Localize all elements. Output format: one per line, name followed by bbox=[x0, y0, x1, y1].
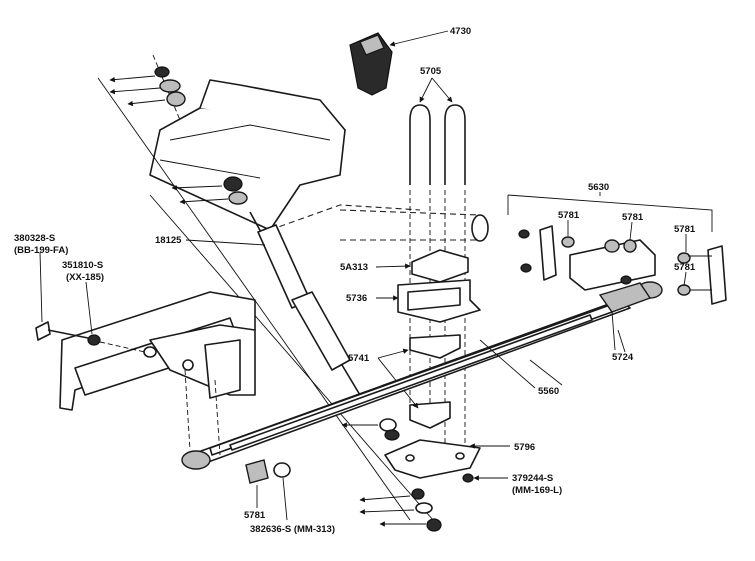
label-380328: 380328-S bbox=[14, 233, 55, 244]
part-labels: 4730 5705 5630 5781 5781 5781 5781 18125… bbox=[14, 26, 696, 535]
spring-clamp-plate bbox=[384, 439, 510, 483]
label-5796: 5796 bbox=[514, 442, 535, 453]
label-380328-code: (BB-199-FA) bbox=[14, 245, 68, 256]
frame-rail-left bbox=[59, 291, 256, 456]
u-bolt-nut-stack bbox=[341, 418, 442, 532]
label-351810: 351810-S bbox=[62, 260, 103, 271]
label-18125: 18125 bbox=[155, 235, 182, 246]
frame-outline-upper bbox=[149, 79, 421, 231]
label-5781-c: 5781 bbox=[674, 224, 696, 235]
axle-seat-spacer bbox=[375, 249, 469, 283]
label-5741: 5741 bbox=[348, 353, 370, 364]
label-5560: 5560 bbox=[538, 386, 559, 397]
axle-tube bbox=[339, 209, 489, 242]
leaf-spring bbox=[181, 281, 663, 470]
label-351810-code: (XX-185) bbox=[66, 272, 104, 283]
bumper-block bbox=[349, 30, 449, 96]
label-379244-code: (MM-169-L) bbox=[512, 485, 562, 496]
shock-upper-hardware bbox=[109, 54, 186, 121]
rear-shackle-assembly bbox=[507, 194, 727, 305]
assembly-axis-lines bbox=[97, 77, 441, 529]
label-5781-d: 5781 bbox=[674, 262, 696, 273]
label-5781-e: 5781 bbox=[244, 510, 266, 521]
spring-seat-plate bbox=[376, 279, 481, 323]
front-eye-bushings bbox=[245, 459, 291, 521]
label-5a313: 5A313 bbox=[340, 262, 368, 273]
label-379244: 379244-S bbox=[512, 473, 553, 484]
hanger-bolt bbox=[35, 251, 146, 353]
label-5705: 5705 bbox=[420, 66, 442, 77]
label-5724: 5724 bbox=[612, 352, 634, 363]
label-4730: 4730 bbox=[450, 26, 471, 37]
shock-mid-hardware bbox=[171, 176, 248, 205]
label-leaders bbox=[185, 192, 626, 386]
label-5630: 5630 bbox=[588, 182, 609, 193]
label-5781-a: 5781 bbox=[558, 210, 580, 221]
shock-absorber bbox=[249, 211, 361, 396]
label-382636: 382636-S (MM-313) bbox=[250, 524, 335, 535]
label-5736: 5736 bbox=[346, 293, 367, 304]
label-5781-b: 5781 bbox=[622, 212, 644, 223]
